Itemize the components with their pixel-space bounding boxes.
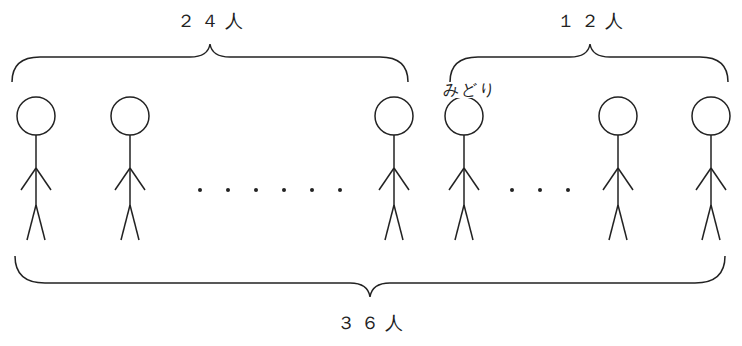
stick-figure bbox=[375, 97, 413, 240]
stick-figure bbox=[17, 97, 55, 240]
count-label: ３６人 bbox=[337, 314, 409, 332]
stick-figure bbox=[692, 97, 730, 240]
right-brace bbox=[450, 44, 728, 82]
count-label: ２４人 bbox=[177, 12, 249, 30]
stick-figure bbox=[599, 97, 637, 240]
stick-figures bbox=[17, 97, 730, 240]
ellipsis-dots bbox=[198, 188, 570, 192]
name-label: みどり bbox=[441, 82, 499, 98]
stick-figure bbox=[445, 97, 483, 240]
count-label: １２人 bbox=[557, 12, 629, 30]
left-brace bbox=[12, 44, 408, 82]
stick-figure bbox=[111, 97, 149, 240]
bottom-brace bbox=[15, 256, 725, 297]
